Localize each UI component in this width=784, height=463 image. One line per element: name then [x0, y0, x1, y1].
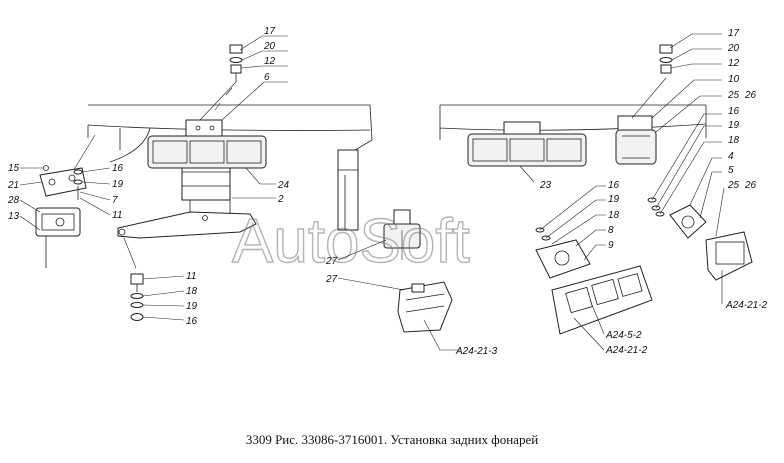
callout-11: 11: [112, 210, 122, 221]
callout-8: 8: [608, 225, 614, 236]
callout-12: 12: [264, 56, 276, 67]
middle-right-lamp-exploded: [535, 227, 653, 335]
callout-10: 10: [728, 74, 740, 85]
callout-18-right: 18: [728, 135, 740, 146]
right-rear-lamp: [467, 121, 587, 167]
callout-2: 2: [277, 194, 284, 205]
callout-18-lower: 18: [186, 286, 198, 297]
callout-20-right: 20: [727, 43, 740, 54]
callout-12-right: 12: [728, 58, 740, 69]
callouts-middle: 27 27 А24-21-3 23: [325, 165, 552, 357]
callout-16-right: 16: [728, 106, 740, 117]
callout-25: 25: [727, 90, 740, 101]
callout-19-mid: 19: [608, 194, 620, 205]
callout-26-right: 26: [744, 180, 757, 191]
right-washer-stack: [647, 197, 707, 239]
callout-5: 5: [728, 165, 734, 176]
callout-11-lower: 11: [186, 271, 196, 282]
label-a24-5-2: А24-5-2: [605, 330, 642, 341]
left-top-fastener-stack: [199, 44, 243, 121]
middle-small-lamp: [383, 209, 453, 333]
callout-27-lower: 27: [325, 274, 338, 285]
left-bottom-fastener-stack: [123, 237, 144, 321]
left-side-small-lamp: [35, 134, 96, 268]
callout-17: 17: [264, 26, 276, 37]
callout-24: 24: [277, 180, 290, 191]
callout-17-right: 17: [728, 28, 740, 39]
left-lamp-bracket: [117, 199, 257, 239]
callout-15: 15: [8, 163, 20, 174]
callout-9: 9: [608, 240, 614, 251]
figure-caption: 3309 Рис. 33086-3716001. Установка задни…: [246, 432, 538, 447]
label-a24-21-2-right: А24-21-2: [725, 300, 768, 311]
label-a24-21-2-mid: А24-21-2: [605, 345, 648, 356]
right-marker-lamp: [615, 115, 657, 165]
right-body-outline: [439, 104, 707, 140]
label-a24-21-3: А24-21-3: [455, 346, 498, 357]
callout-27-upper: 27: [325, 256, 338, 267]
callout-19-right: 19: [728, 120, 740, 131]
callout-4: 4: [728, 151, 734, 162]
callout-28: 28: [7, 195, 20, 206]
callouts-left: 17 20 12 6 15 21 28 13 16 19 7 11 24 2 1…: [7, 26, 290, 327]
callout-13: 13: [8, 211, 20, 222]
callout-23: 23: [539, 180, 552, 191]
callout-26: 26: [744, 90, 757, 101]
callout-18-mid: 18: [608, 210, 620, 221]
right-marker-lamp-exploded: [705, 231, 753, 300]
callout-16: 16: [112, 163, 124, 174]
callout-7: 7: [112, 195, 118, 206]
right-top-fastener-stack: [631, 44, 673, 119]
callout-19: 19: [112, 179, 124, 190]
callout-25-right: 25: [727, 180, 740, 191]
left-rear-lamp: [147, 119, 267, 169]
callout-16-mid: 16: [608, 180, 620, 191]
callouts-right: 17 20 12 10 25 26 16 19 18 4 5 25 26 А24…: [539, 28, 768, 356]
callout-20: 20: [263, 41, 276, 52]
callout-6: 6: [264, 72, 270, 83]
watermark: AutoSoft: [232, 207, 470, 276]
callout-16-lower: 16: [186, 316, 198, 327]
callout-19-lower: 19: [186, 301, 198, 312]
callout-21: 21: [7, 180, 19, 191]
